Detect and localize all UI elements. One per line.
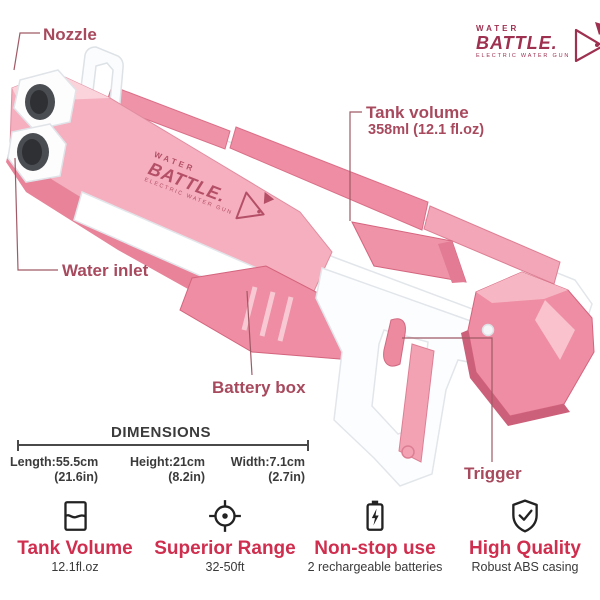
dimension-height: Height:21cm (8.2in) [117,455,205,485]
dimension-width: Width:7.1cm (2.7in) [217,455,305,485]
features-row: Tank Volume 12.1fl.oz Superior Range 32-… [0,498,600,575]
feature-tank-volume-subtitle: 12.1fl.oz [51,559,99,574]
brand-logo: WATER BATTLE. ELECTRIC WATER GUN [476,22,600,62]
dimension-length-metric: Length:55.5cm [10,455,99,469]
feature-non-stop-use: Non-stop use 2 rechargeable batteries [300,498,450,575]
feature-high-quality-title: High Quality [469,538,581,559]
brand-name-top: WATER [476,23,520,33]
connector-line-tank-volume [349,111,362,221]
shield-check-icon [512,499,538,533]
brand-name-main: BATTLE. [476,32,558,53]
gun-body-play-triangle-icon [235,191,275,220]
gun-stock-inner-facet [535,300,575,360]
dimension-width-imperial: (2.7in) [268,470,305,484]
feature-tank-volume: Tank Volume 12.1fl.oz [0,498,150,575]
dimensions-title: DIMENSIONS [110,424,211,441]
crosshair-target-icon [209,500,241,532]
dimension-length: Length:55.5cm (21.6in) [10,455,98,485]
nozzle-label: Nozzle [43,25,97,44]
gun-stock-top-facet [476,272,568,303]
gun-grip-screw [401,445,415,459]
tank-water-level-icon [64,501,87,531]
gun-body-logo: WATER BATTLE. ELECTRIC WATER GUN [143,150,276,230]
nozzle-lower-bore [22,139,42,165]
feature-superior-range-title: Superior Range [154,538,296,559]
dimension-width-metric: Width:7.1cm [230,455,305,469]
gun-battery-vents [241,286,294,342]
feature-non-stop-use-subtitle: 2 rechargeable batteries [307,559,443,574]
gun-tank-facet [438,241,466,283]
dimensions-ruler [17,440,309,451]
trigger-label: Trigger [464,464,522,483]
dimension-height-imperial: (8.2in) [168,470,205,484]
feature-tank-volume-title: Tank Volume [17,538,133,559]
feature-non-stop-use-title: Non-stop use [314,538,436,559]
brand-play-triangle-icon [575,22,600,62]
dimension-length-imperial: (21.6in) [54,470,98,484]
dimension-height-metric: Height:21cm [129,455,205,469]
gun-frame-screw [481,323,495,337]
connector-line-nozzle [13,32,40,71]
nozzle-upper-bore [30,90,48,114]
feature-high-quality: High Quality Robust ABS casing [450,498,600,575]
tank-volume-value: 358ml (12.1 fl.oz) [368,122,485,138]
feature-superior-range: Superior Range 32-50ft [150,498,300,575]
connector-line-battery-box [246,290,253,376]
feature-high-quality-subtitle: Robust ABS casing [471,559,579,574]
battery-box-label: Battery box [212,378,306,397]
connector-line-water-inlet [14,157,58,271]
feature-superior-range-subtitle: 32-50ft [205,559,245,574]
water-inlet-label: Water inlet [62,261,149,280]
battery-charge-icon [366,500,384,531]
connector-line-trigger [402,337,493,462]
tank-volume-label: Tank volume [366,103,469,122]
brand-tagline: ELECTRIC WATER GUN [476,52,571,59]
gun-top-rail-main [229,126,429,231]
brand-logo-text: WATER BATTLE. ELECTRIC WATER GUN [476,23,571,60]
gun-grip-strap [398,343,435,463]
gun-trigger [383,318,406,367]
